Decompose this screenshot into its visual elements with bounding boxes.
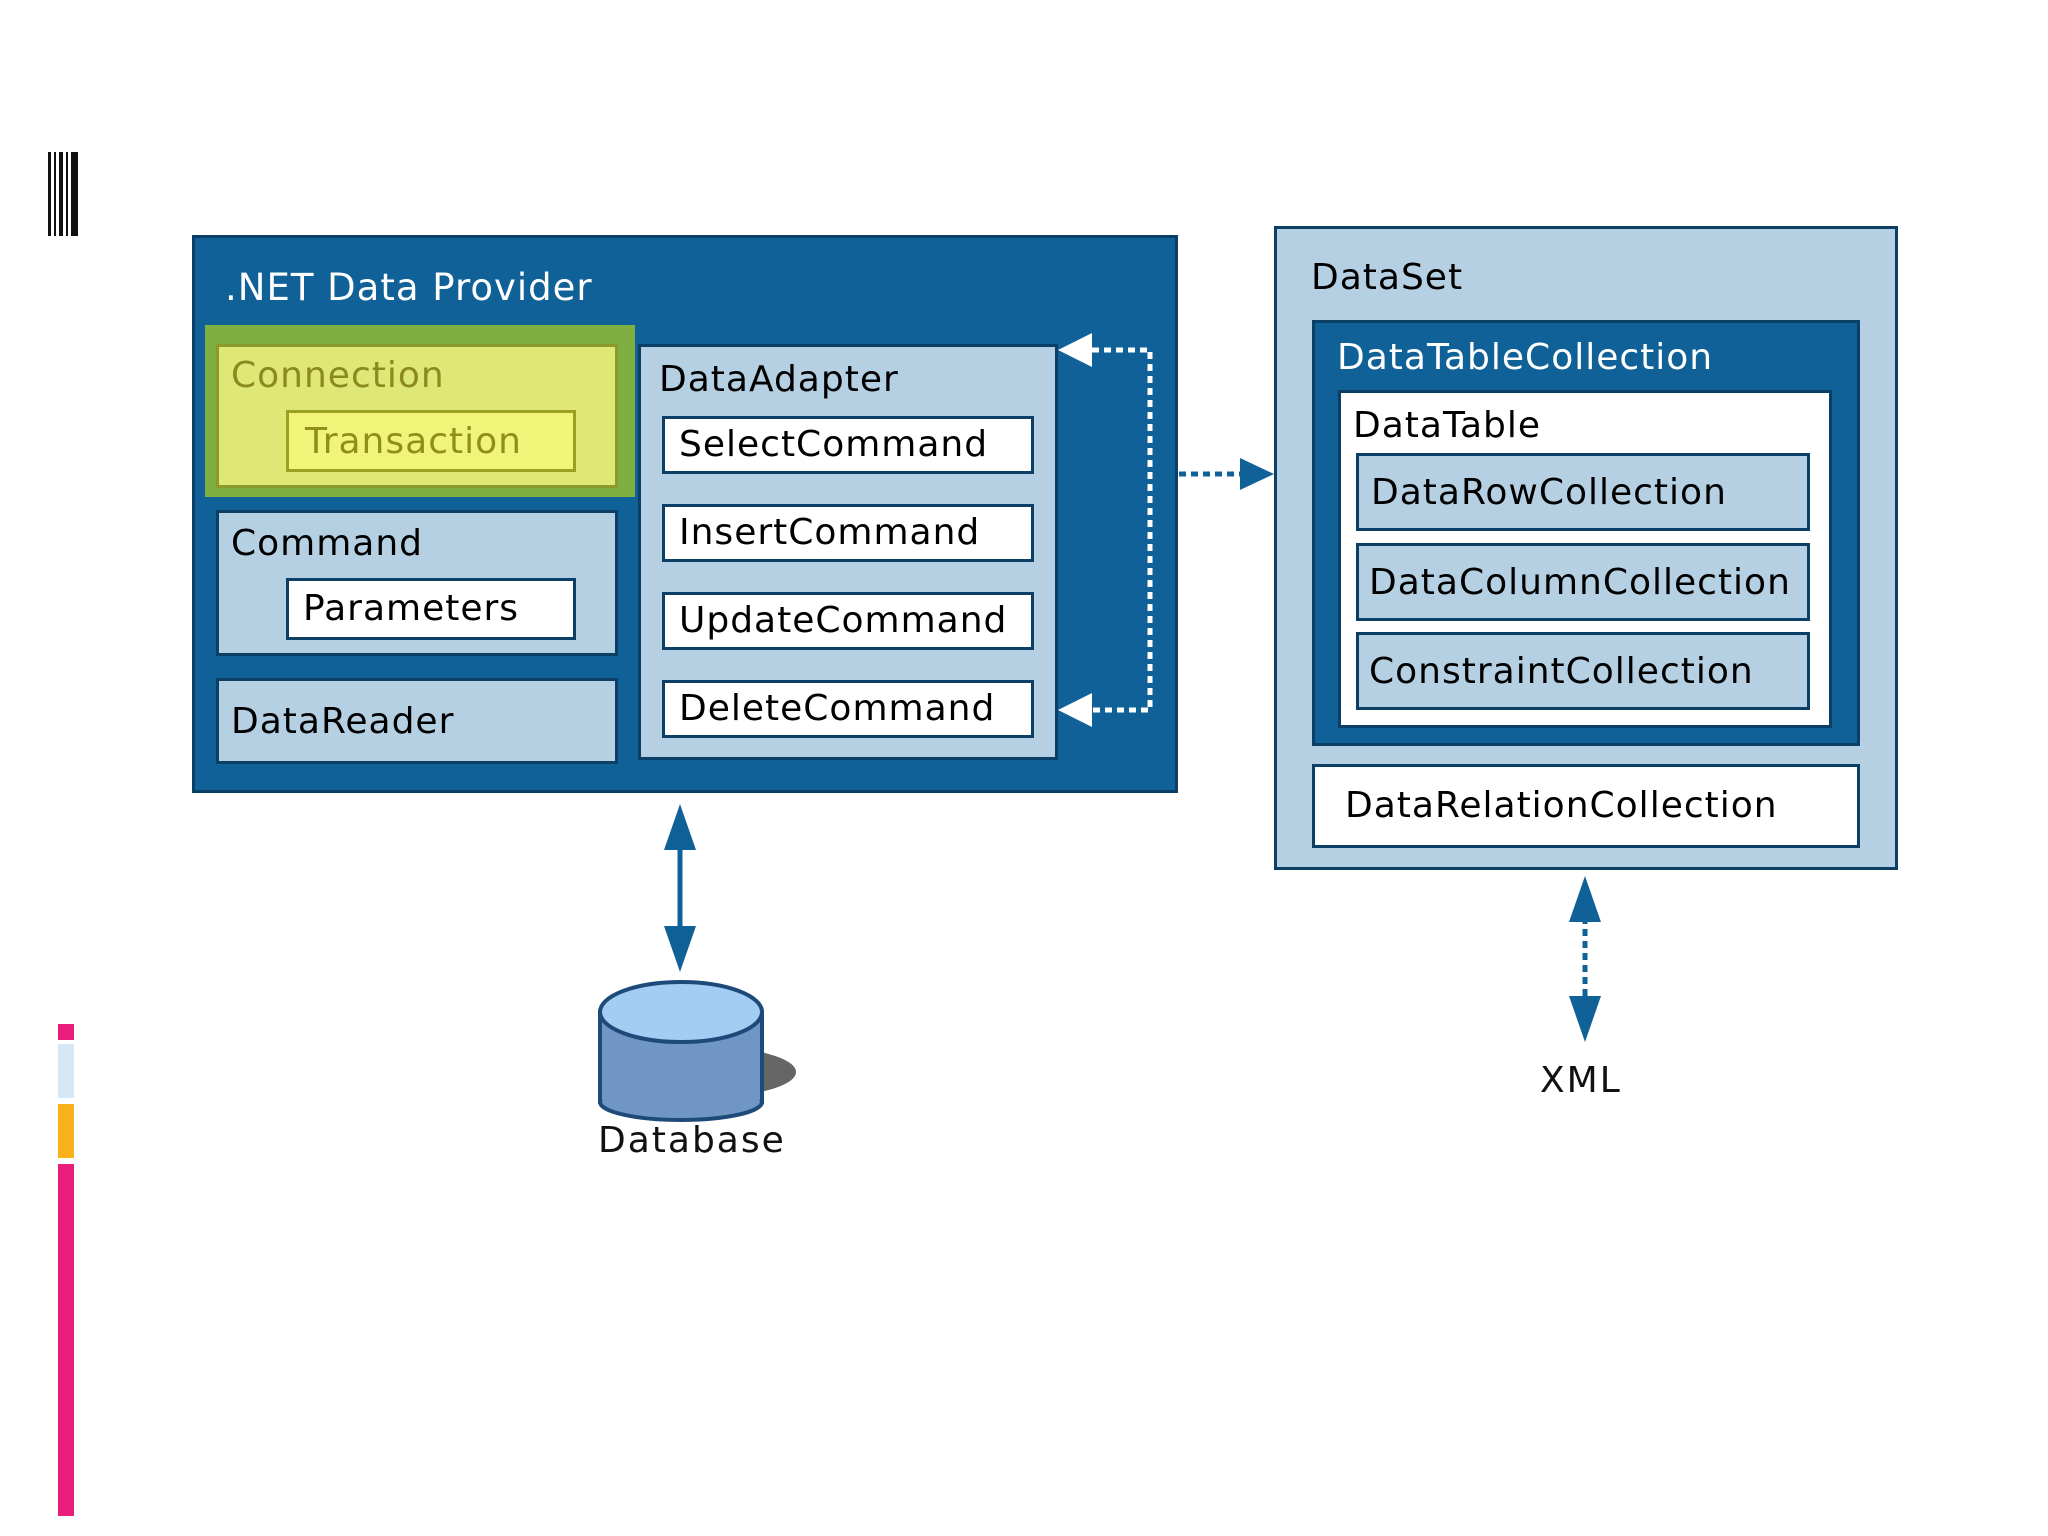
arrowhead-dataset: [1240, 458, 1274, 490]
database-label: Database: [598, 1120, 786, 1161]
parameters-box: Parameters: [286, 578, 576, 640]
dataadapter-label: DataAdapter: [659, 359, 899, 400]
datarelationcollection-box: DataRelationCollection: [1312, 764, 1860, 848]
insertcommand-label: InsertCommand: [679, 512, 981, 553]
constraintcollection-label: ConstraintCollection: [1369, 651, 1754, 692]
arrowhead-delete: [1058, 693, 1092, 727]
database-icon: [598, 980, 796, 1122]
provider-database-arrow: [664, 804, 696, 972]
deletecommand-label: DeleteCommand: [679, 688, 996, 729]
selectcommand-label: SelectCommand: [679, 424, 989, 465]
connection-label: Connection: [231, 355, 445, 396]
datarelationcollection-label: DataRelationCollection: [1345, 785, 1778, 826]
transaction-label: Transaction: [305, 421, 522, 462]
insertcommand-box: InsertCommand: [662, 504, 1034, 562]
slide-accent-bar: [58, 1024, 74, 1516]
datatable-label: DataTable: [1353, 405, 1542, 446]
selectcommand-box: SelectCommand: [662, 416, 1034, 474]
parameters-label: Parameters: [303, 588, 520, 629]
xml-label: XML: [1540, 1060, 1622, 1101]
updatecommand-box: UpdateCommand: [662, 592, 1034, 650]
datareader-label: DataReader: [231, 701, 455, 742]
dataset-label: DataSet: [1311, 257, 1464, 298]
arrowhead-select: [1058, 333, 1092, 367]
updatecommand-label: UpdateCommand: [679, 600, 1008, 641]
slide-decoration-lines: [48, 152, 80, 236]
adapter-dataset-dotted-arrow: [1080, 347, 1153, 713]
datacolumncollection-box: DataColumnCollection: [1356, 543, 1810, 621]
dataset-xml-arrow: [1569, 876, 1601, 1042]
datareader-box: DataReader: [216, 678, 618, 764]
datarowcollection-label: DataRowCollection: [1371, 472, 1727, 513]
datacolumncollection-label: DataColumnCollection: [1369, 562, 1791, 603]
datatablecollection-label: DataTableCollection: [1337, 337, 1714, 378]
command-label: Command: [231, 523, 424, 564]
datarowcollection-box: DataRowCollection: [1356, 453, 1810, 531]
deletecommand-box: DeleteCommand: [662, 680, 1034, 738]
transaction-box: Transaction: [286, 410, 576, 472]
provider-title: .NET Data Provider: [225, 266, 593, 309]
constraintcollection-box: ConstraintCollection: [1356, 632, 1810, 710]
